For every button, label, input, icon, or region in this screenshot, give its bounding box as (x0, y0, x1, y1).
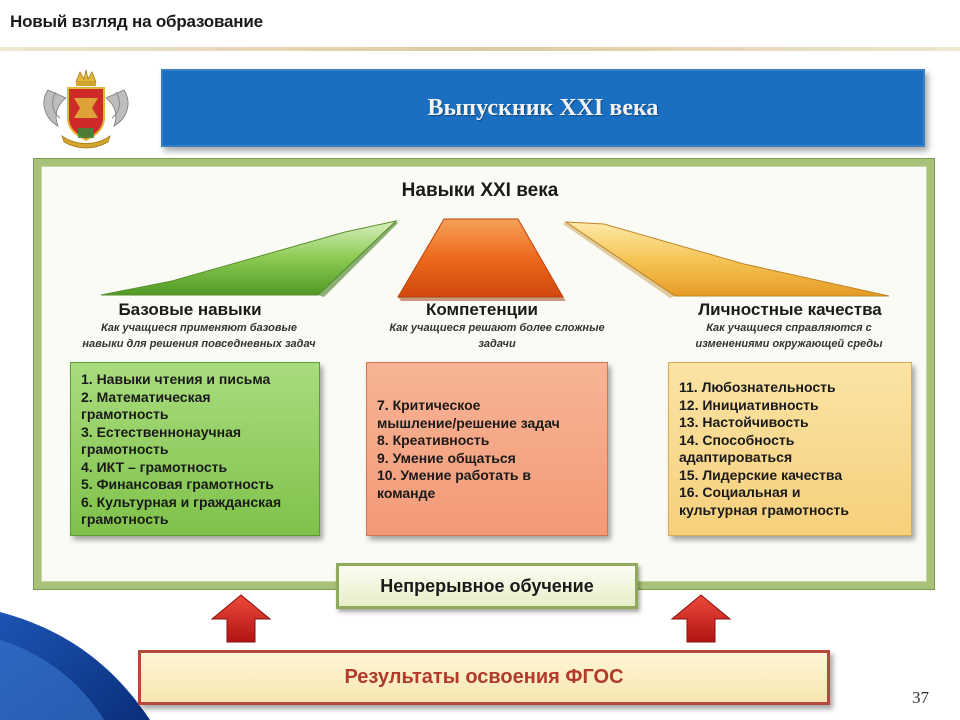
list-item: 4. ИКТ – грамотность (81, 458, 228, 475)
competencies-box: 7. Критическое мышление/решение задач 8.… (366, 362, 608, 536)
list-item: 10. Умение работать в (377, 467, 532, 483)
subtitle-line: изменениями окружающей среды (695, 338, 883, 350)
left-up-arrow-icon (210, 594, 272, 643)
list-item: 12. Инициативность (679, 396, 819, 413)
list-item: культурная грамотность (679, 501, 850, 518)
banner-title: Выпускник XXI века (427, 94, 659, 121)
personal-qualities-box: 11. Любознательность 12. Инициативность … (668, 362, 912, 536)
column-subtitle-competencies: Как учащиеся решают более сложные задачи (352, 320, 642, 352)
list-item: 6. Культурная и гражданская (81, 493, 282, 510)
basic-skills-list: 1. Навыки чтения и письма 2. Математичес… (81, 371, 311, 529)
list-item: 16. Социальная и (679, 484, 801, 500)
coat-of-arms-icon (43, 69, 129, 149)
basic-skills-wedge (100, 220, 398, 297)
column-subtitle-basic: Как учащиеся применяют базовые навыки дл… (50, 320, 348, 352)
list-item: 2. Математическая (81, 388, 211, 405)
list-item: грамотность (81, 511, 169, 527)
personal-qualities-list: 11. Любознательность 12. Инициативность … (679, 379, 903, 519)
list-item: 15. Лидерские качества (679, 466, 843, 483)
list-item: команде (377, 484, 436, 501)
list-item: 8. Креативность (377, 432, 490, 448)
column-subtitle-personal: Как учащиеся справляются с изменениями о… (650, 320, 928, 352)
list-item: 9. Умение общаться (377, 449, 516, 466)
list-item: 13. Настойчивость (679, 414, 809, 430)
subtitle-line: Как учащиеся применяют базовые (100, 322, 298, 334)
subtitle-line: Как учащиеся справляются с (706, 322, 872, 334)
page-number: 37 (912, 688, 929, 707)
list-item: 14. Способность (679, 431, 795, 448)
subtitle-line: навыки для решения повседневных задач (82, 338, 316, 350)
competencies-list: 7. Критическое мышление/решение задач 8.… (377, 397, 599, 502)
list-item: 5. Финансовая грамотность (81, 476, 274, 492)
list-item: 7. Критическое (377, 397, 481, 413)
header-divider (0, 47, 960, 51)
fgos-results-box: Результаты освоения ФГОС (138, 650, 830, 705)
skills-title: Навыки XXI века (401, 180, 559, 201)
graduate-banner: Выпускник XXI века (161, 69, 925, 147)
right-up-arrow-icon (670, 594, 732, 643)
column-title-personal: Личностные качества (698, 300, 882, 319)
list-item: грамотность (81, 441, 169, 457)
list-item: мышление/решение задач (377, 414, 560, 431)
subtitle-line: задачи (478, 338, 516, 350)
personal-qualities-wedge (563, 221, 890, 298)
list-item: 1. Навыки чтения и письма (81, 371, 271, 387)
basic-skills-box: 1. Навыки чтения и письма 2. Математичес… (70, 362, 320, 536)
column-title-basic: Базовые навыки (118, 300, 262, 319)
subtitle-line: Как учащиеся решают более сложные (389, 322, 605, 334)
page-header-title: Новый взгляд на образование (10, 12, 263, 31)
competencies-trapezoid (397, 218, 566, 301)
list-item: 11. Любознательность (679, 379, 836, 395)
column-title-competencies: Компетенции (425, 300, 538, 319)
continuous-learning-box: Непрерывное обучение (336, 563, 638, 609)
list-item: 3. Естественнонаучная (81, 423, 242, 440)
list-item: адаптироваться (679, 449, 793, 465)
list-item: грамотность (81, 406, 169, 422)
